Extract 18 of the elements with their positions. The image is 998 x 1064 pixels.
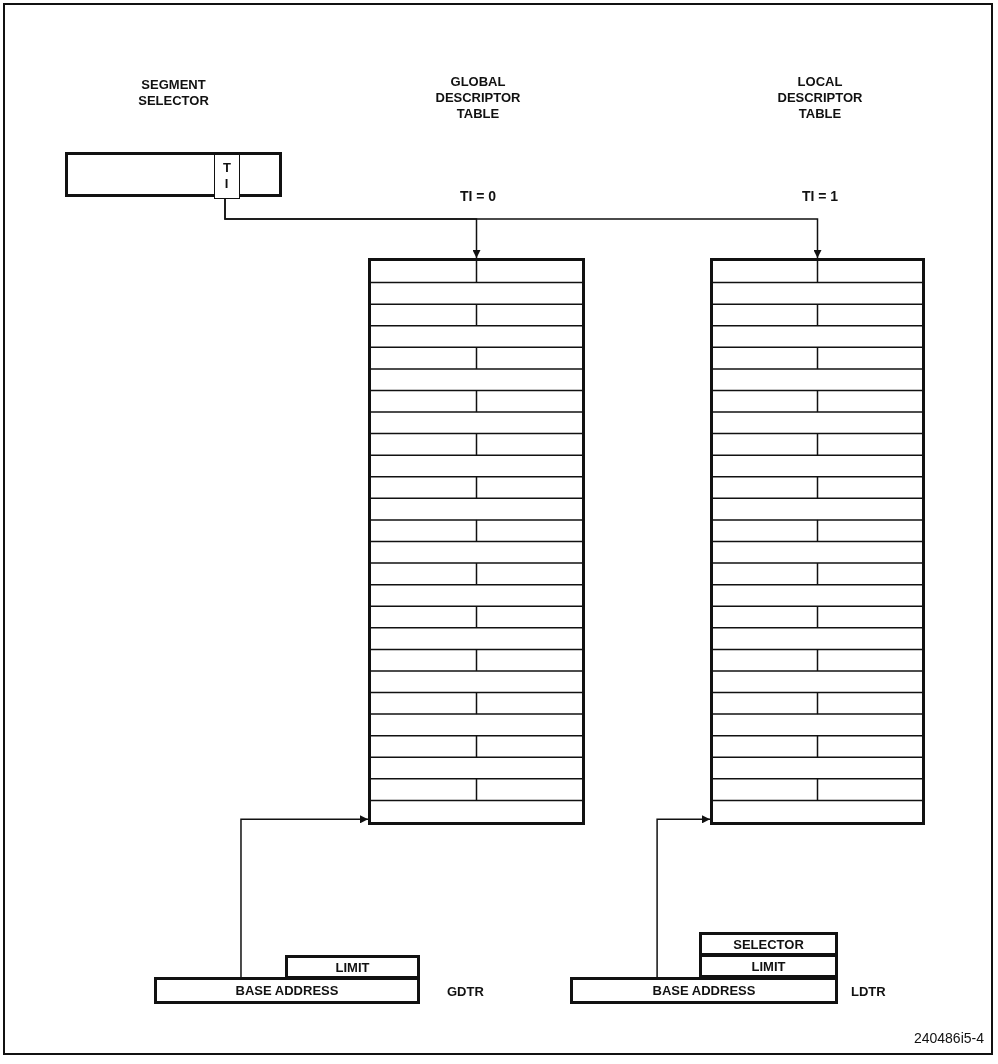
register-field (699, 954, 838, 978)
field-label: SELECTOR (733, 936, 804, 952)
table-heading: GLOBAL DESCRIPTOR TABLE (434, 74, 522, 122)
table-heading: LOCAL DESCRIPTOR TABLE (776, 74, 864, 122)
field-label: BASE ADDRESS (235, 983, 339, 998)
register-name: GDTR (447, 983, 484, 998)
field-label: BASE ADDRESS (652, 983, 756, 998)
register-field (699, 932, 838, 956)
arrow (240, 815, 369, 978)
field-label: LIMIT (751, 958, 786, 974)
field-label: T I (222, 160, 231, 192)
register-field (285, 955, 420, 979)
figure-number: 240486i5-4 (913, 1030, 984, 1046)
field-label: LIMIT (335, 959, 370, 975)
ti-bit-field (213, 153, 240, 199)
register-heading: SEGMENT SELECTOR (137, 77, 210, 109)
arrow (656, 815, 711, 978)
register-name: LDTR (851, 983, 886, 998)
